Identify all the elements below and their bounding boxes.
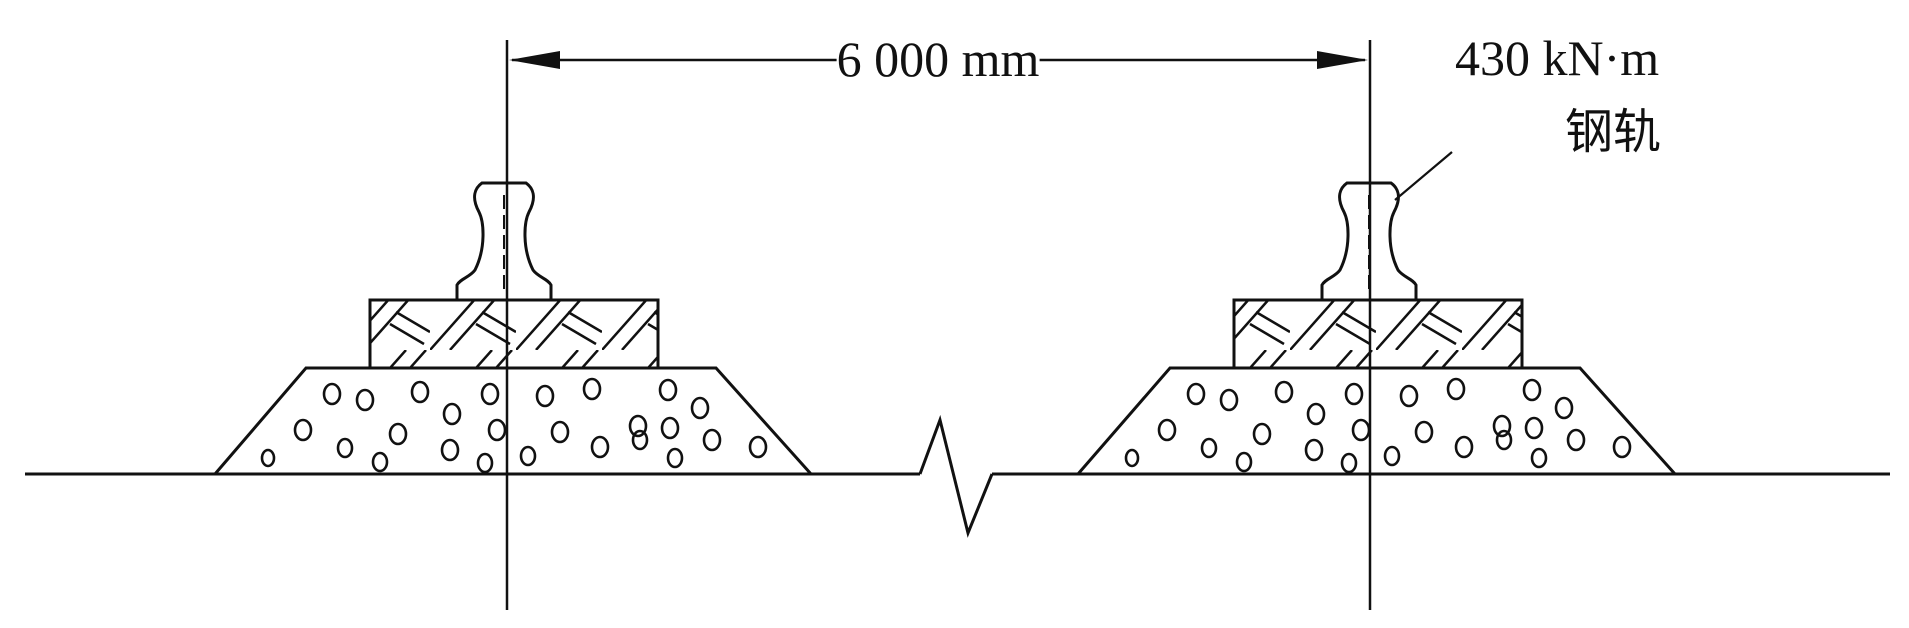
rail-label: 钢轨 bbox=[1565, 104, 1662, 160]
dimension-label: 6 000 mm bbox=[836, 31, 1040, 87]
ballast-stones-left bbox=[260, 377, 768, 474]
dimension-arrow-right bbox=[1317, 51, 1368, 69]
dimension-arrow-left bbox=[509, 51, 560, 69]
sleeper-left bbox=[368, 298, 660, 370]
sleeper-right bbox=[1232, 298, 1524, 370]
left-support bbox=[211, 181, 815, 476]
moment-label: 430 kN·m bbox=[1455, 30, 1660, 86]
rail-leader-line bbox=[1394, 151, 1453, 201]
right-support bbox=[1074, 151, 1679, 476]
break-symbol bbox=[918, 414, 994, 538]
